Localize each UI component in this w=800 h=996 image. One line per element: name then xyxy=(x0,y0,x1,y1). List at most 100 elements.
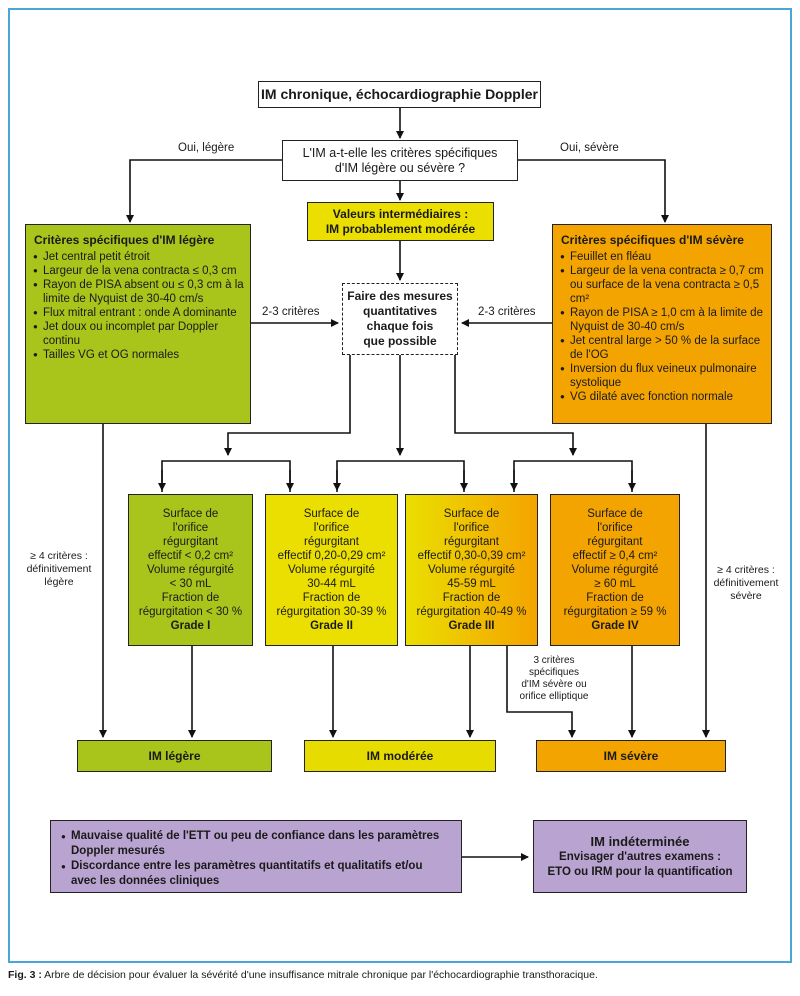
arrow-measure-left xyxy=(224,355,351,456)
grade-line: régurgitant xyxy=(163,536,218,548)
result-severe: IM sévère xyxy=(536,740,726,772)
note-line: orifice elliptique xyxy=(519,691,589,702)
grade-line: < 30 mL xyxy=(169,578,212,590)
grade-label: Grade II xyxy=(310,620,353,632)
measure-line2: quantitatives xyxy=(362,304,437,318)
branch-right-label: Oui, sévère xyxy=(560,142,619,154)
mild-criteria-heading: Critères spécifiques d'IM légère xyxy=(34,233,215,247)
figure-frame xyxy=(8,8,792,963)
definitive-line: définitivement xyxy=(26,563,92,575)
grade-line: régurgitant xyxy=(587,536,643,548)
grade-label: Grade I xyxy=(170,620,211,632)
arrow-split-1 xyxy=(161,460,291,492)
grade-line: Surface de xyxy=(162,508,219,520)
arrow-split-2 xyxy=(336,460,465,492)
bottom-item-1: ● Mauvaise qualité de l'ETT ou peu de co… xyxy=(61,829,451,859)
grade-line: régurgitant xyxy=(304,536,359,548)
grade-line: Fraction de xyxy=(161,592,220,604)
list-item: Flux mitral entrant : onde A dominante xyxy=(33,306,244,320)
bullet-icon: ● xyxy=(61,832,66,841)
grade-line: 30-44 mL xyxy=(307,578,356,590)
list-item: Largeur de la vena contracta ≥ 0,7 cm ou… xyxy=(560,264,765,306)
grade-line: Volume régurgité xyxy=(428,564,515,576)
grade-line: effectif ≥ 0,4 cm² xyxy=(572,550,658,562)
result-moderate: IM modérée xyxy=(304,740,496,772)
grade-line: Surface de xyxy=(587,508,643,520)
grade-label: Grade III xyxy=(448,620,495,632)
note-line: spécifiques xyxy=(528,667,580,678)
grade-label: Grade IV xyxy=(591,620,639,632)
mild-criteria-list: Jet central petit étroit Largeur de la v… xyxy=(33,250,244,362)
note-line: 3 critères xyxy=(533,655,575,666)
grade-3-box: Surface de l'orifice régurgitant effecti… xyxy=(405,494,538,646)
grade-line: l'orifice xyxy=(313,522,350,534)
question-line2: d'IM légère ou sévère ? xyxy=(334,160,466,175)
definitive-line: légère xyxy=(44,576,74,588)
result-mild-label: IM légère xyxy=(148,748,201,763)
list-item: Largeur de la vena contracta ≤ 0,3 cm xyxy=(33,264,244,278)
measure-box: Faire des mesures quantitatives chaque f… xyxy=(342,283,458,355)
grade-line: effectif 0,20-0,29 cm² xyxy=(277,550,386,562)
grade3-note: 3 critères spécifiques d'IM sévère ou or… xyxy=(508,655,600,703)
grade-line: Volume régurgité xyxy=(571,564,659,576)
grade-line: ≥ 60 mL xyxy=(594,578,636,590)
severe-criteria-list: Feuillet en fléau Largeur de la vena con… xyxy=(560,250,765,404)
left-definitive-label: ≥ 4 critères : définitivement légère xyxy=(18,550,100,589)
result-moderate-label: IM modérée xyxy=(366,748,434,763)
indeterminate-title: IM indéterminée xyxy=(590,834,690,849)
mild-criteria-box: Critères spécifiques d'IM légère Jet cen… xyxy=(25,224,251,424)
branch-left-label: Oui, légère xyxy=(178,142,235,154)
list-item: Rayon de PISA absent ou ≤ 0,3 cm à la li… xyxy=(33,278,244,306)
intermediate-line2: IM probablement modérée xyxy=(325,221,476,236)
intermediate-box: Valeurs intermédiaires : IM probablement… xyxy=(307,202,494,241)
arrow-grade3-severe xyxy=(506,646,576,738)
severe-criteria-box: Critères spécifiques d'IM sévère Feuille… xyxy=(552,224,772,424)
grade-line: régurgitation 40-49 % xyxy=(416,606,527,618)
caption-label: Fig. 3 : xyxy=(8,969,42,981)
measure-line3: chaque fois xyxy=(366,319,434,333)
list-item: Jet doux ou incomplet par Doppler contin… xyxy=(33,320,244,348)
title-box: IM chronique, échocardiographie Doppler xyxy=(258,81,541,108)
arrow-measure-right xyxy=(454,355,577,456)
grade-line: régurgitant xyxy=(444,536,499,548)
criteria-left-label: 2-3 critères xyxy=(262,306,320,318)
grade-line: régurgitation 30-39 % xyxy=(276,606,387,618)
measure-line4: que possible xyxy=(363,334,437,348)
list-item: VG dilaté avec fonction normale xyxy=(560,390,765,404)
bottom-item-text: Discordance entre les paramètres quantit… xyxy=(71,860,423,887)
question-box: L'IM a-t-elle les critères spécifiques d… xyxy=(282,140,518,181)
definitive-line: définitivement xyxy=(713,577,779,589)
title-text: IM chronique, échocardiographie Doppler xyxy=(261,86,538,102)
note-line: d'IM sévère ou xyxy=(521,679,587,690)
grade-line: l'orifice xyxy=(597,522,633,534)
measure-line1: Faire des mesures xyxy=(347,289,453,303)
list-item: Jet central petit étroit xyxy=(33,250,244,264)
bottom-right-box: IM indéterminée Envisager d'autres exame… xyxy=(533,820,747,893)
grade-line: l'orifice xyxy=(453,522,490,534)
question-line1: L'IM a-t-elle les critères spécifiques xyxy=(302,145,498,160)
definitive-line: ≥ 4 critères : xyxy=(717,564,775,576)
grade-line: régurgitation ≥ 59 % xyxy=(563,606,667,618)
grade-4-box: Surface de l'orifice régurgitant effecti… xyxy=(550,494,680,646)
indeterminate-line: Envisager d'autres examens : xyxy=(559,851,721,863)
criteria-right-label: 2-3 critères xyxy=(478,306,536,318)
grade-line: Fraction de xyxy=(302,592,361,604)
figure-caption: Fig. 3 : Arbre de décision pour évaluer … xyxy=(8,969,598,981)
list-item: Inversion du flux veineux pulmonaire sys… xyxy=(560,362,765,390)
caption-text: Arbre de décision pour évaluer la sévéri… xyxy=(41,969,598,981)
grade-line: Fraction de xyxy=(442,592,501,604)
arrow-split-3 xyxy=(513,460,633,492)
result-mild: IM légère xyxy=(77,740,272,772)
definitive-line: sévère xyxy=(730,590,762,602)
grade-1-box: Surface de l'orifice régurgitant effecti… xyxy=(128,494,253,646)
grade-line: Fraction de xyxy=(586,592,644,604)
bottom-left-box: ● Mauvaise qualité de l'ETT ou peu de co… xyxy=(50,820,462,893)
list-item: Rayon de PISA ≥ 1,0 cm à la limite de Ny… xyxy=(560,306,765,334)
grade-line: Surface de xyxy=(443,508,500,520)
list-item: Jet central large > 50 % de la surface d… xyxy=(560,334,765,362)
grade-line: l'orifice xyxy=(172,522,209,534)
arrow-question-mild xyxy=(126,159,282,223)
severe-criteria-heading: Critères spécifiques d'IM sévère xyxy=(561,233,744,247)
definitive-line: ≥ 4 critères : xyxy=(30,550,88,562)
